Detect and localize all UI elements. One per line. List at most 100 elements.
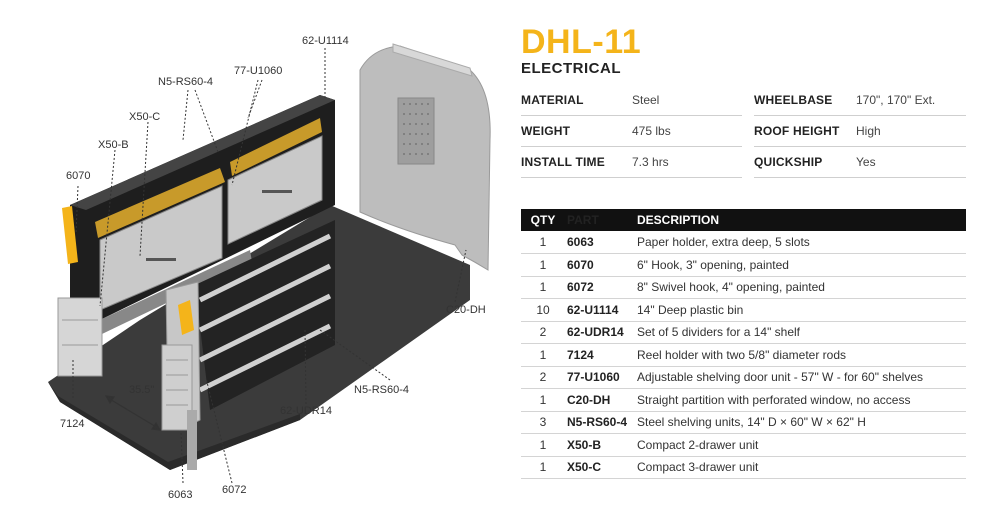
upper-shelf-bins-row2 (230, 118, 322, 176)
cell-part: 62-UDR14 (565, 321, 637, 344)
callout-6063: 6063 (168, 489, 193, 501)
table-row: 2 77-U1060 Adjustable shelving door unit… (521, 366, 966, 389)
spec-value: Steel (632, 93, 660, 107)
leader-lines (72, 48, 467, 484)
cell-part: N5-RS60-4 (565, 411, 637, 434)
hook-6072 (178, 300, 194, 335)
cell-qty: 1 (521, 456, 565, 479)
front-shelving-frame (195, 220, 335, 410)
cell-part: 62-U1114 (565, 298, 637, 322)
table-row: 1 X50-C Compact 3-drawer unit (521, 456, 966, 479)
spec-label: ROOF HEIGHT (754, 124, 840, 138)
cell-part: 6063 (565, 231, 637, 254)
cell-qty: 2 (521, 321, 565, 344)
cell-description: Compact 2-drawer unit (637, 433, 966, 457)
cell-part: C20-DH (565, 388, 637, 412)
spec-roof-height: ROOF HEIGHT High (754, 116, 966, 147)
cell-qty: 2 (521, 366, 565, 389)
partition-top-rail (392, 43, 473, 77)
table-row: 1 6070 6" Hook, 3" opening, painted (521, 253, 966, 277)
table-row: 10 62-U1114 14" Deep plastic bin (521, 298, 966, 322)
callout-6070: 6070 (66, 170, 91, 182)
spec-value: 475 lbs (632, 124, 671, 138)
table-row: 1 C20-DH Straight partition with perfora… (521, 388, 966, 412)
window-perforation (403, 103, 429, 155)
spec-value: 170", 170" Ext. (856, 93, 936, 107)
spec-weight: WEIGHT 475 lbs (521, 116, 742, 147)
post-6063 (187, 410, 197, 470)
header-qty: QTY (521, 209, 565, 231)
cell-qty: 3 (521, 411, 565, 434)
callout-77-u1060: 77-U1060 (234, 65, 283, 77)
upper-shelving-top (70, 95, 335, 210)
product-title: DHL-11 (521, 23, 642, 61)
dimension-label: 35.5" (129, 384, 155, 396)
parts-table: QTY PART DESCRIPTION 1 6063 Paper holder… (521, 209, 966, 479)
callout-x50-b: X50-B (98, 139, 129, 151)
cell-part: X50-C (565, 456, 637, 479)
cell-description: Steel shelving units, 14" D × 60" W × 62… (637, 411, 966, 434)
spec-label: WHEELBASE (754, 93, 833, 107)
cell-description: Set of 5 dividers for a 14" shelf (637, 321, 966, 344)
spec-wheelbase: WHEELBASE 170", 170" Ext. (754, 85, 966, 116)
cell-description: 6" Hook, 3" opening, painted (637, 253, 966, 277)
van-shelving-illustration: 62-U1114 77-U1060 N5-RS60-4 X50-C X50-B … (48, 35, 491, 501)
cell-part: 7124 (565, 343, 637, 367)
dimension-arrow (104, 395, 162, 431)
table-row: 1 7124 Reel holder with two 5/8" diamete… (521, 343, 966, 367)
cell-part: 6070 (565, 253, 637, 277)
spec-install-time: INSTALL TIME 7.3 hrs (521, 147, 742, 178)
table-header-row: QTY PART DESCRIPTION (521, 209, 966, 231)
callout-c20-dh: C20-DH (446, 304, 486, 316)
cell-qty: 1 (521, 276, 565, 299)
hook-6070 (62, 206, 78, 264)
callout-7124: 7124 (60, 418, 85, 430)
spec-label: QUICKSHIP (754, 155, 823, 169)
cell-description: 14" Deep plastic bin (637, 298, 966, 322)
table-row: 1 6072 8" Swivel hook, 4" opening, paint… (521, 276, 966, 299)
header-description: DESCRIPTION (637, 209, 966, 231)
table-row: 2 62-UDR14 Set of 5 dividers for a 14" s… (521, 321, 966, 344)
cell-qty: 1 (521, 388, 565, 412)
callout-x50-c: X50-C (129, 111, 161, 123)
cell-qty: 1 (521, 343, 565, 367)
header-part: PART (565, 209, 637, 231)
spec-material: MATERIAL Steel (521, 85, 742, 116)
door-handle-right (262, 190, 292, 193)
spec-label: INSTALL TIME (521, 155, 605, 169)
cell-description: Compact 3-drawer unit (637, 456, 966, 479)
callout-6072: 6072 (222, 484, 247, 496)
table-row: 1 X50-B Compact 2-drawer unit (521, 433, 966, 457)
product-category: ELECTRICAL (521, 60, 621, 77)
callout-62-udr14: 62-UDR14 (280, 405, 332, 417)
cell-qty: 1 (521, 231, 565, 254)
door-panel-left (99, 185, 223, 311)
spec-quickship: QUICKSHIP Yes (754, 147, 966, 178)
cell-qty: 10 (521, 298, 565, 322)
cell-description: Adjustable shelving door unit - 57" W - … (637, 366, 966, 389)
upper-shelf-bins-row1 (95, 168, 225, 238)
table-row: 1 6063 Paper holder, extra deep, 5 slots (521, 231, 966, 254)
cell-qty: 1 (521, 253, 565, 277)
cell-part: X50-B (565, 433, 637, 457)
door-handle-left (146, 258, 176, 261)
cell-part: 6072 (565, 276, 637, 299)
cell-description: Paper holder, extra deep, 5 slots (637, 231, 966, 254)
callout-n5-rs60-4-top: N5-RS60-4 (158, 76, 214, 88)
cell-description: Reel holder with two 5/8" diameter rods (637, 343, 966, 367)
cell-description: 8" Swivel hook, 4" opening, painted (637, 276, 966, 299)
table-row: 3 N5-RS60-4 Steel shelving units, 14" D … (521, 411, 966, 434)
spec-label: WEIGHT (521, 124, 571, 138)
cell-description: Straight partition with perforated windo… (637, 388, 966, 412)
spec-value: Yes (856, 155, 876, 169)
callout-62-u1114: 62-U1114 (302, 35, 349, 47)
cell-qty: 1 (521, 433, 565, 457)
van-layout-drawing (48, 43, 491, 484)
spec-label: MATERIAL (521, 93, 584, 107)
cell-part: 77-U1060 (565, 366, 637, 389)
drawer-unit-x50b (57, 297, 103, 377)
spec-value: High (856, 124, 881, 138)
front-shelf-rails (198, 233, 332, 393)
spec-value: 7.3 hrs (632, 155, 669, 169)
callout-n5-rs60-4-bottom: N5-RS60-4 (354, 384, 410, 396)
